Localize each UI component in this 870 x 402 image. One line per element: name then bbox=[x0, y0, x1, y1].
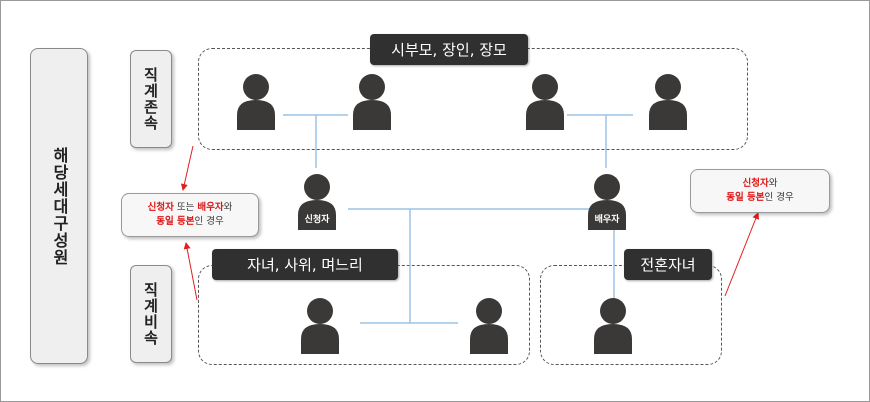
note-left: 신청자 또는 배우자와 동일 등본인 경우 bbox=[121, 193, 259, 237]
note-left-in-case: 인 경우 bbox=[194, 216, 224, 227]
note-left-line2: 동일 등본인 경우 bbox=[122, 215, 258, 229]
note-left-applicant: 신청자 bbox=[147, 202, 174, 213]
grandparent-person-icon bbox=[522, 70, 568, 130]
child-person-icon bbox=[297, 294, 343, 354]
note-right-in-case: 인 경우 bbox=[764, 192, 794, 203]
household-members-text: 해당세대구성원 bbox=[50, 146, 69, 266]
household-members-label: 해당세대구성원 bbox=[30, 48, 88, 364]
note-right: 신청자와 동일 등본인 경우 bbox=[690, 169, 830, 213]
grandparent-person-icon bbox=[349, 70, 395, 130]
note-left-line1: 신청자 또는 배우자와 bbox=[122, 201, 258, 215]
grandparent-person-icon bbox=[233, 70, 279, 130]
note-right-line1: 신청자와 bbox=[691, 177, 829, 191]
prior-children-title: 전혼자녀 bbox=[624, 249, 712, 280]
ascendants-box: 직계존속 bbox=[130, 50, 172, 148]
arrow-ascendants-note bbox=[180, 145, 194, 191]
note-right-wa: 와 bbox=[768, 178, 778, 189]
arrow-prior-children-note bbox=[724, 212, 760, 297]
spouse-person-icon: 배우자 bbox=[584, 170, 630, 230]
descendants-text: 직계비속 bbox=[141, 282, 160, 346]
arrow-descendants-note bbox=[183, 242, 198, 301]
spouse-label: 배우자 bbox=[594, 215, 620, 225]
note-left-same-reg: 동일 등본 bbox=[156, 216, 195, 227]
children-title: 자녀, 사위, 며느리 bbox=[212, 249, 398, 280]
note-right-same-reg: 동일 등본 bbox=[726, 192, 765, 203]
parents-title: 시부모, 장인, 장모 bbox=[370, 34, 528, 65]
prior-child-person-icon bbox=[590, 294, 636, 354]
note-right-applicant: 신청자 bbox=[742, 178, 769, 189]
note-left-or: 또는 bbox=[173, 202, 198, 213]
ascendants-text: 직계존속 bbox=[141, 67, 160, 131]
note-left-spouse: 배우자 bbox=[197, 202, 224, 213]
note-right-line2: 동일 등본인 경우 bbox=[691, 191, 829, 205]
grandparent-person-icon bbox=[645, 70, 691, 130]
child-person-icon bbox=[466, 294, 512, 354]
descendants-box: 직계비속 bbox=[130, 265, 172, 363]
note-left-wa: 와 bbox=[223, 202, 233, 213]
applicant-person-icon: 신청자 bbox=[294, 170, 340, 230]
applicant-label: 신청자 bbox=[304, 215, 330, 225]
